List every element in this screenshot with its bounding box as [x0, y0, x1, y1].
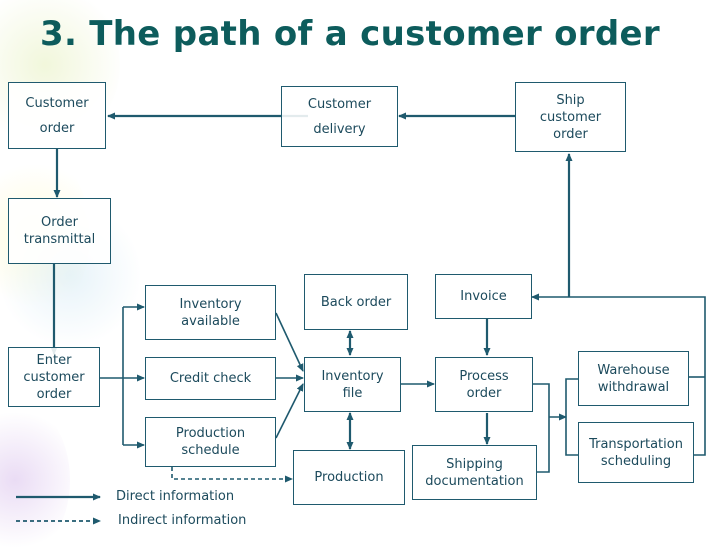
legend-direct-label: Direct information — [116, 489, 235, 504]
node-shipping-documentation: Shipping documentation — [412, 445, 537, 500]
node-ship-customer-order: Ship customer order — [515, 82, 626, 152]
node-invoice: Invoice — [435, 274, 532, 319]
node-transportation-scheduling: Transportation scheduling — [578, 422, 694, 483]
connector-lines — [16, 112, 706, 525]
edge-shipping-to-bus — [537, 417, 550, 473]
node-enter-customer-order: Enter customer order — [8, 347, 100, 407]
node-credit-check: Credit check — [145, 357, 276, 400]
node-process-order: Process order — [435, 357, 533, 412]
node-warehouse-withdrawal: Warehouse withdrawal — [578, 351, 689, 406]
node-inventory-available: Inventory available — [145, 285, 276, 340]
node-order-transmittal: Order transmittal — [8, 198, 111, 264]
edge-group-left-bracket — [565, 378, 578, 456]
node-production-schedule: Production schedule — [145, 417, 276, 467]
page-title: 3. The path of a customer order — [40, 14, 660, 54]
edge-transport-out — [531, 293, 706, 456]
legend-indirect-label: Indirect information — [118, 513, 247, 528]
node-back-order: Back order — [304, 274, 408, 330]
node-customer-delivery: Customer delivery — [281, 86, 398, 147]
node-customer-order: Customer order — [8, 82, 106, 149]
edge-schedule-to-production-indirect — [171, 467, 293, 483]
edge-process-to-bus — [533, 383, 550, 417]
node-inventory-file: Inventory file — [304, 357, 401, 412]
edge-schedule-to-inventory-file — [275, 383, 304, 439]
node-production: Production — [293, 450, 405, 505]
edge-available-to-inventory-file — [275, 312, 304, 372]
